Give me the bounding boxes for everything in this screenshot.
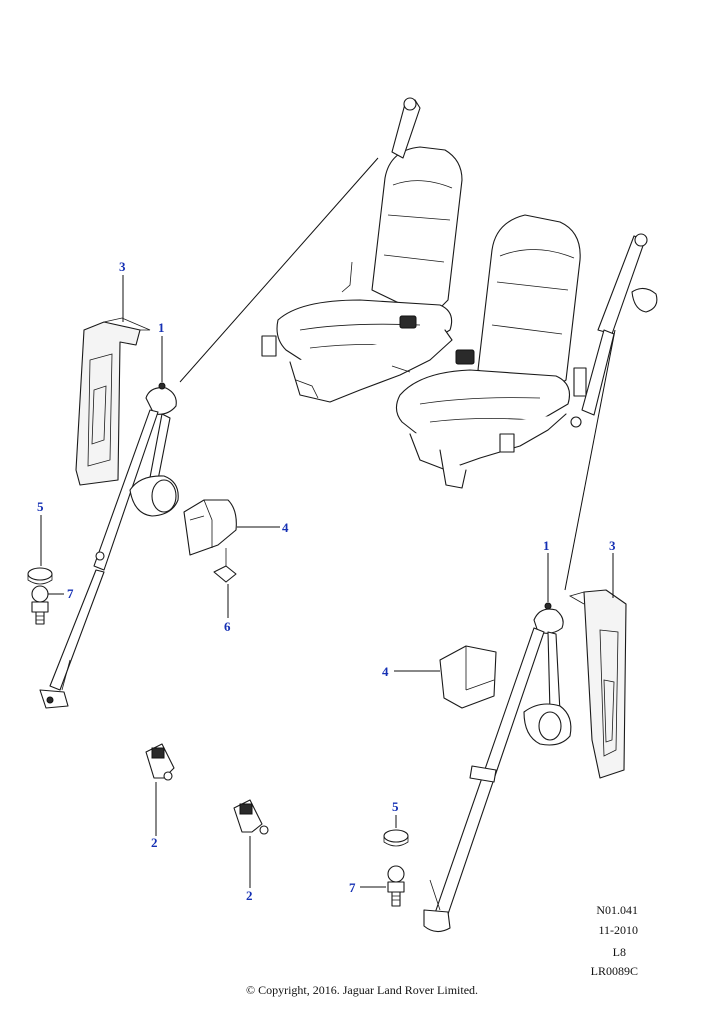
seat-assembly-right bbox=[395, 214, 587, 489]
seat-assembly-left bbox=[261, 97, 463, 403]
callout-7-left: 7 bbox=[67, 586, 74, 601]
retractor-cover-left bbox=[183, 499, 237, 556]
callout-3-left: 3 bbox=[119, 259, 126, 274]
copyright-notice: © Copyright, 2016. Jaguar Land Rover Lim… bbox=[245, 983, 479, 997]
cap-5-right bbox=[383, 829, 409, 847]
callout-1-left: 1 bbox=[158, 320, 165, 335]
revision-date: 11-2010 bbox=[598, 923, 638, 937]
callout-4-left: 4 bbox=[282, 520, 289, 535]
callout-1-right: 1 bbox=[543, 538, 550, 553]
trim-panel-left bbox=[75, 317, 151, 486]
buckle-2-centre bbox=[233, 799, 269, 835]
buckle-2-left bbox=[145, 743, 175, 781]
callout-5-right: 5 bbox=[392, 799, 399, 814]
bolt-7-left bbox=[31, 585, 49, 625]
leader-lines bbox=[40, 275, 614, 888]
seat-belt-assembly-right bbox=[423, 602, 572, 933]
retractor-cover-right bbox=[439, 645, 497, 709]
upper-belt-right-seat bbox=[570, 233, 658, 428]
callout-7-right: 7 bbox=[349, 880, 356, 895]
callout-2-centre: 2 bbox=[246, 888, 253, 903]
callout-3-right: 3 bbox=[609, 538, 616, 553]
trim-panel-right bbox=[568, 589, 627, 779]
callout-2-left: 2 bbox=[151, 835, 158, 850]
page-code: N01.041 bbox=[596, 903, 638, 917]
illustration-id: LR0089C bbox=[590, 964, 638, 978]
cap-5-left bbox=[27, 567, 53, 585]
seat-belt-assembly-left bbox=[39, 382, 179, 709]
bolt-7-right bbox=[387, 865, 405, 907]
callout-5-left: 5 bbox=[37, 499, 44, 514]
bolt-6 bbox=[213, 548, 237, 583]
callout-6: 6 bbox=[224, 619, 231, 634]
model-variant: L8 bbox=[612, 945, 626, 959]
callout-4-right: 4 bbox=[382, 664, 389, 679]
